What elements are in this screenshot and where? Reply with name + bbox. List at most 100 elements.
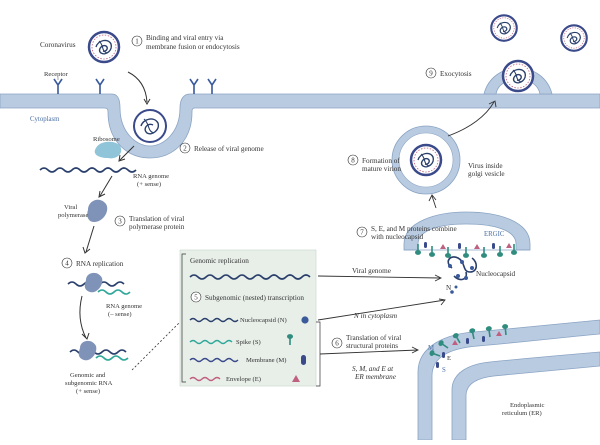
panel-connector [131,319,183,371]
released-virion-icon-1 [490,14,518,42]
translation-arrow [99,175,113,197]
e-letter: E [447,355,451,362]
rna-genome-plus-label-2: (+ sense) [137,181,161,188]
virus-golgi-label-1: Virus inside [468,162,503,170]
gen-sub-label-1: Genomic and [70,372,106,379]
maturation-arrow [431,195,437,209]
step-2: 2 Release of viral genome [179,142,264,154]
panel-item-n: Nucleocapsid (N) [240,317,287,324]
rna-genome-minus-label-2: (– sense) [108,311,132,318]
ergic-membrane [403,211,531,251]
exocytosis-arrow [447,101,495,137]
s-letter: S [442,367,446,374]
gen-sub-label-2: subgenomic RNA [65,380,113,387]
entry-arrow [127,71,148,103]
step-4: 4 RNA replication [61,257,124,269]
viral-polymerase-label-1: Viral [64,204,77,211]
step-6-number: 6 [335,340,339,348]
step-6-line-1: Translation of viral [346,334,401,342]
step-8-line-1: Formation of [362,157,400,165]
step-7: 7 S, E, and M proteins combine with nucl… [356,225,457,241]
step-8-number: 8 [351,157,355,165]
rna-genome-plus [39,167,137,173]
step-1-number: 1 [135,38,139,46]
cell-membrane [0,93,600,159]
coronavirus-label: Coronavirus [40,41,76,49]
n-cytoplasm-arrow [317,299,446,321]
step-6: 6 Translation of viral structural protei… [331,334,401,350]
transcription-polymerase-icon [78,340,97,361]
panel-item-m: Membrane (M) [246,357,286,364]
step-7-line-2: with nucleocapsid [371,233,424,241]
translation-structural-arrow [319,349,419,355]
endocytosed-virion-icon [133,109,167,143]
receptor-label: Receptor [44,71,69,78]
replication-rna-minus [97,289,131,295]
panel-title: Genomic replication [190,257,249,265]
er-label-2: reticulum (ER) [502,410,542,417]
step-1: 1 Binding and viral entry via membrane f… [131,34,240,51]
rna-genome-minus-label-1: RNA genome [106,303,142,310]
n-rna-strand [189,317,239,323]
step-6-line-2: structural proteins [346,342,398,350]
step-8: 8 Formation of mature virion [347,154,401,173]
er-label-1: Endoplasmic [510,402,545,409]
step-7-line-1: S, E, and M proteins combine [371,225,457,233]
step-2-line-1: Release of viral genome [194,145,264,153]
step-8-line-2: mature virion [362,165,401,173]
step-7-number: 7 [360,229,364,237]
released-virion-icon-2 [560,24,588,52]
m-rna-strand [189,357,239,363]
sme-er-label-1: S, M, and E at [352,365,394,373]
ribosome-label: Ribosome [93,136,120,143]
ergic-label: ERGIC [484,231,505,238]
subgenomic-rna-strand [95,355,129,361]
step-2-number: 2 [183,145,187,153]
exocytosed-virion-icon [501,59,535,93]
viral-genome-label: Viral genome [352,267,391,275]
sme-er-label-2: ER membrane [354,373,397,381]
panel-genome-strand [189,274,311,280]
ergic-proteins [414,242,518,259]
envelope-protein-icon [292,375,300,382]
m-letter: M [428,345,434,352]
viral-polymerase-label-2: polymerase [58,212,88,219]
step-3: 3 Translation of viral polymerase protei… [114,215,185,231]
replication-polymerase-icon [84,272,103,293]
s-rna-strand [189,339,233,345]
gen-sub-label-3: (+ sense) [76,388,100,395]
e-rna-strand [189,376,221,382]
step-5-line-1: Subgenomic (nested) transcription [205,294,304,302]
membrane-protein-icon [301,355,306,365]
rna-genome-plus-label-1: RNA genome [133,173,169,180]
er-proteins [427,323,510,368]
step-4-number: 4 [65,260,69,268]
nucleocapsid-protein-icon [301,316,309,324]
step-9-line-1: Exocytosis [440,70,472,78]
coronavirus-icon [87,30,121,64]
step-3-line-1: Translation of viral [129,215,184,223]
step-9: 9 Exocytosis [425,67,472,79]
step-1-line-2: membrane fusion or endocytosis [146,43,240,51]
step-4-line-1: RNA replication [76,260,124,268]
replication-arrow [85,225,95,253]
cytoplasm-label: Cytoplasm [30,116,60,123]
n-in-cytoplasm-label: N in cytoplasm [353,312,397,320]
step-9-number: 9 [429,70,433,78]
ribosome-icon [94,141,122,159]
step-3-number: 3 [118,218,122,226]
transcription-arrow [79,295,87,339]
panel-item-s: Spike (S) [236,339,261,346]
viral-genome-arrow [317,275,441,279]
panel-item-e: Envelope (E) [226,376,261,383]
receptor-icons [53,78,217,94]
nucleocapsid-label: Nucleocapsid [476,270,516,278]
er-membrane [417,319,600,441]
virus-golgi-label-2: golgi vesicle [468,170,505,178]
step-5-number: 5 [194,294,198,302]
genomic-rna-strand [69,349,127,355]
transcription-panel: Genomic replication 5 Subgenomic (nested… [179,249,317,387]
polymerase-icon [87,199,108,222]
